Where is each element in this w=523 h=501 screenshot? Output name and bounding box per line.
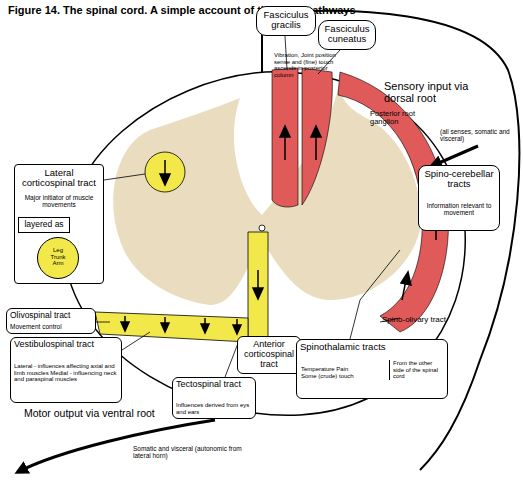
- sensory-input-arrow: [432, 146, 478, 166]
- anterior-corticospinal-area: [248, 232, 268, 342]
- figure-title: Figure 14. The spinal cord. A simple acc…: [8, 4, 408, 16]
- pathway-note: Vibration, Joint position sense and (fin…: [274, 52, 342, 78]
- input-note: (all senses, somatic and visceral): [440, 128, 520, 142]
- tract-note: Major initiator of muscle movements: [18, 194, 100, 208]
- lateral-corticospinal-area: [145, 152, 185, 192]
- tract-name: Anterior corticospinal tract: [240, 340, 298, 370]
- tract-box: Lateral corticospinal tractMajor initiat…: [14, 164, 104, 284]
- cord-outline: [64, 72, 465, 416]
- tract-name: Fasciculus cuneatus: [321, 24, 373, 45]
- tract-name: Lateral corticospinal tract: [18, 168, 100, 189]
- ascending-arrows: [280, 126, 441, 300]
- tract-box: Tectospinal tractInfluences derived from…: [172, 377, 256, 419]
- tract-name: Spino-cerebellar tracts: [422, 169, 496, 190]
- layer-order: Leg Trunk Arm: [47, 247, 69, 267]
- input-label: Sensory input via dorsal root: [384, 80, 494, 104]
- tract-note: Influences derived from eys and ears: [176, 402, 254, 415]
- sub-box: layered as: [18, 217, 70, 233]
- tract-box: Olivospinal tractMovement control: [6, 308, 96, 334]
- tract-box: Fasciculus gracilis: [256, 6, 316, 36]
- tract-name: Spinothalamic tracts: [300, 342, 386, 352]
- tract-box: Fasciculus cuneatus: [318, 20, 376, 50]
- tract-name: Vestibulospinal tract: [14, 340, 120, 350]
- tract-note: Movement control: [10, 323, 94, 330]
- tract-box: Spinothalamic tractsTemperature Pain Som…: [296, 339, 448, 399]
- tract-name: Olivospinal tract: [10, 311, 94, 320]
- tract-note: Information relevant to movement: [422, 202, 496, 216]
- tract-box: Spino-cerebellar tractsInformation relev…: [418, 165, 500, 231]
- tract-label: Spino-olivary tract: [382, 316, 492, 325]
- tract-note: Lateral - influences affecting axial and…: [14, 363, 120, 383]
- layer-circle: Leg Trunk Arm: [37, 237, 79, 279]
- descending-arrows: [121, 160, 263, 334]
- tract-box: Anterior corticospinal tract: [237, 336, 301, 374]
- output-note: Somatic and visceral (autonomic from lat…: [133, 445, 243, 459]
- sub-label: layered as: [21, 220, 67, 229]
- output-label: Motor output via ventral root: [24, 408, 164, 420]
- tract-note: Temperature Pain Some (crude) touch: [301, 366, 361, 379]
- tract-note: From the other side of the spinal cord: [389, 360, 445, 380]
- tract-box: Vestibulospinal tractLateral - influence…: [10, 337, 122, 403]
- leader-lines: [96, 36, 430, 377]
- tract-name: Tectospinal tract: [176, 380, 254, 390]
- gracilis-tract: [272, 68, 298, 207]
- tract-name: Fasciculus gracilis: [259, 10, 313, 31]
- cuneatus-tract: [302, 68, 332, 205]
- central-canal: [259, 225, 265, 231]
- ganglion-label: Posterior root ganglion: [370, 110, 442, 127]
